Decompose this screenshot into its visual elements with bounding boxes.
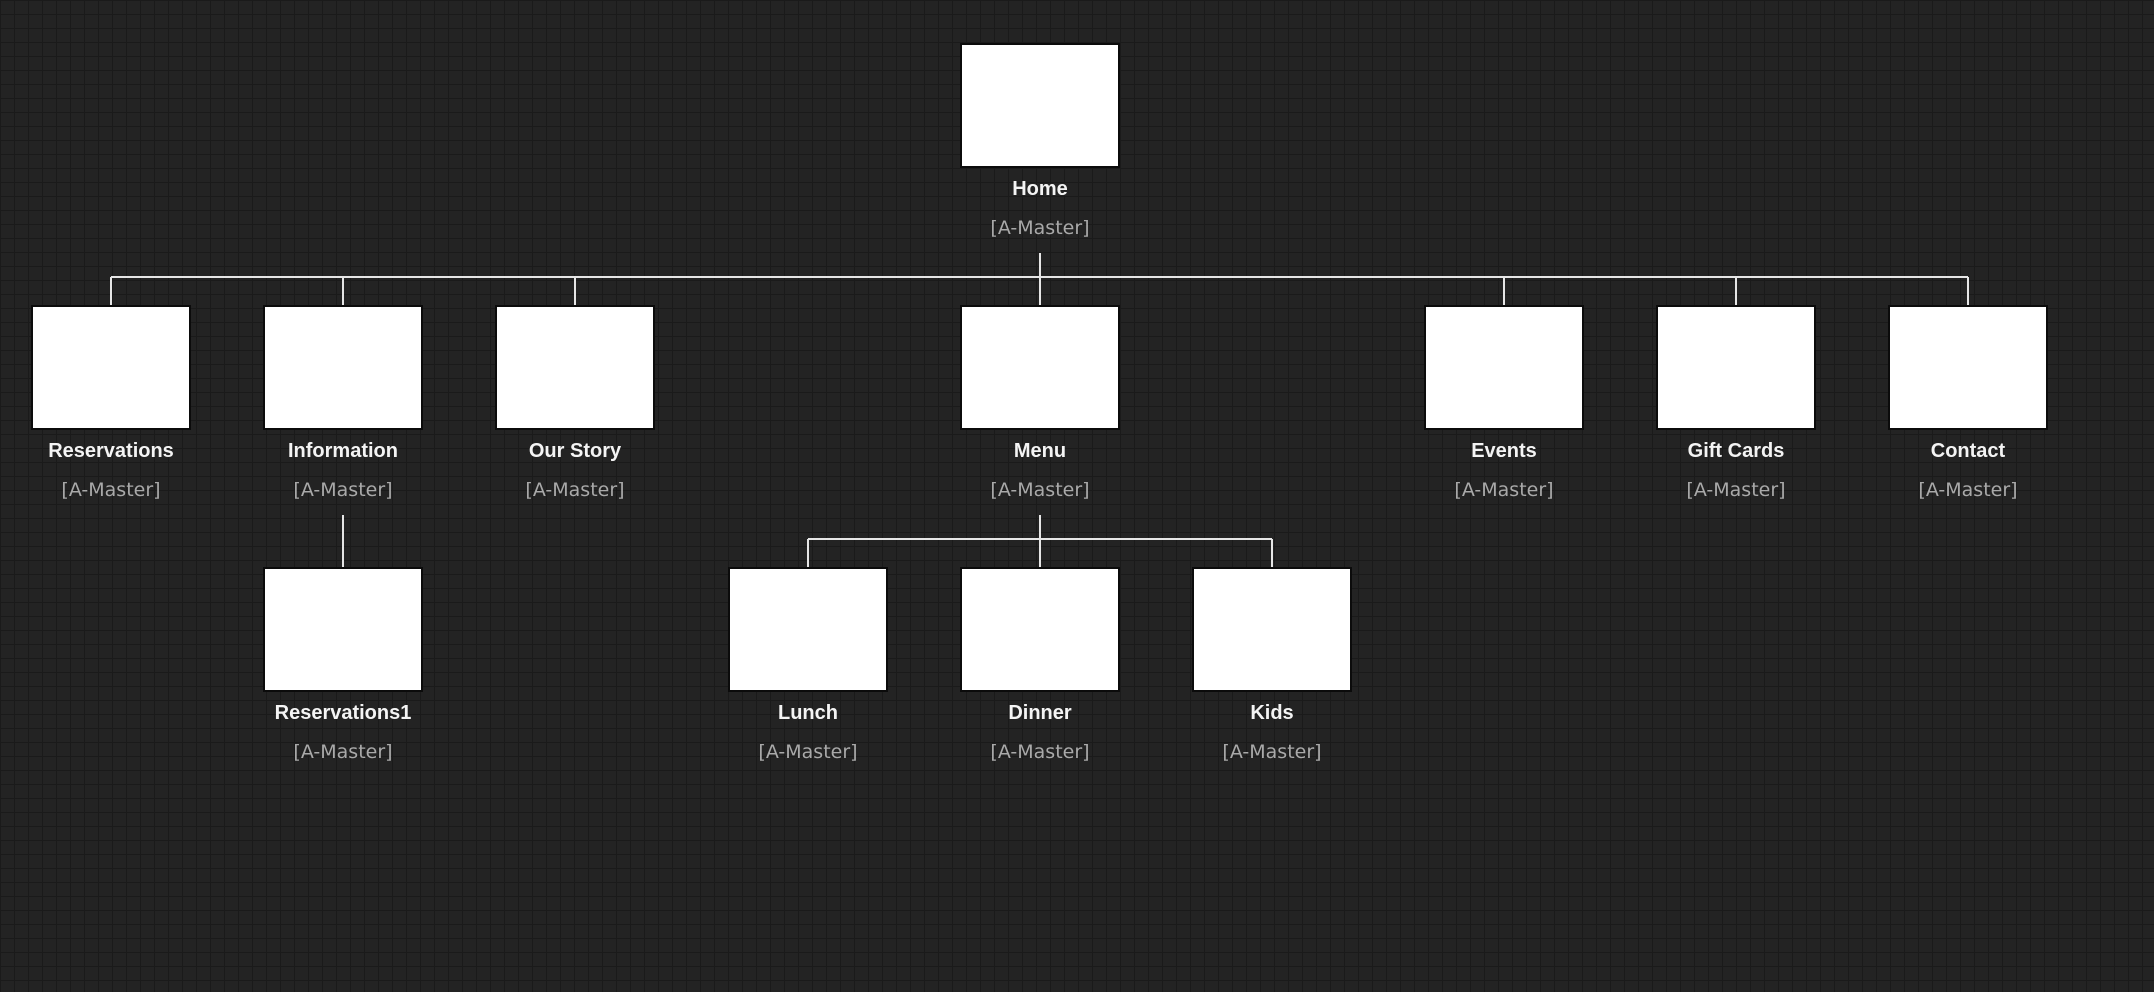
page-node-contact[interactable]: Contact [A-Master] <box>1888 305 2048 525</box>
page-node-our-story[interactable]: Our Story [A-Master] <box>495 305 655 525</box>
page-node-events[interactable]: Events [A-Master] <box>1424 305 1584 525</box>
page-name-dinner: Dinner <box>1008 702 1072 724</box>
page-master-reservations1: [A-Master] <box>293 741 393 763</box>
page-name-lunch: Lunch <box>778 702 838 724</box>
page-thumbnail-reservations[interactable] <box>31 305 191 430</box>
page-thumbnail-our-story[interactable] <box>495 305 655 430</box>
page-thumbnail-menu[interactable] <box>960 305 1120 430</box>
page-master-menu: [A-Master] <box>990 479 1090 501</box>
page-thumbnail-contact[interactable] <box>1888 305 2048 430</box>
page-thumbnail-reservations1[interactable] <box>263 567 423 692</box>
page-name-home: Home <box>1012 178 1068 200</box>
page-node-menu[interactable]: Menu [A-Master] <box>960 305 1120 525</box>
page-master-dinner: [A-Master] <box>990 741 1090 763</box>
page-name-kids: Kids <box>1250 702 1294 724</box>
page-node-dinner[interactable]: Dinner [A-Master] <box>960 567 1120 787</box>
page-thumbnail-gift-cards[interactable] <box>1656 305 1816 430</box>
page-name-reservations: Reservations <box>48 440 174 462</box>
page-master-contact: [A-Master] <box>1918 479 2018 501</box>
page-master-home: [A-Master] <box>990 217 1090 239</box>
page-node-kids[interactable]: Kids [A-Master] <box>1192 567 1352 787</box>
page-node-reservations[interactable]: Reservations [A-Master] <box>31 305 191 525</box>
page-master-gift-cards: [A-Master] <box>1686 479 1786 501</box>
page-name-contact: Contact <box>1930 440 2006 462</box>
page-thumbnail-kids[interactable] <box>1192 567 1352 692</box>
page-node-reservations1[interactable]: Reservations1 [A-Master] <box>263 567 423 787</box>
page-thumbnail-dinner[interactable] <box>960 567 1120 692</box>
page-node-gift-cards[interactable]: Gift Cards [A-Master] <box>1656 305 1816 525</box>
page-name-our-story: Our Story <box>528 440 622 462</box>
page-name-menu: Menu <box>1013 440 1067 462</box>
page-master-lunch: [A-Master] <box>758 741 858 763</box>
page-name-events: Events <box>1471 440 1537 462</box>
page-node-lunch[interactable]: Lunch [A-Master] <box>728 567 888 787</box>
page-master-kids: [A-Master] <box>1222 741 1322 763</box>
page-thumbnail-lunch[interactable] <box>728 567 888 692</box>
page-thumbnail-events[interactable] <box>1424 305 1584 430</box>
page-node-information[interactable]: Information [A-Master] <box>263 305 423 525</box>
page-node-home[interactable]: Home [A-Master] <box>960 43 1120 263</box>
page-name-reservations1: Reservations1 <box>274 702 412 724</box>
page-master-events: [A-Master] <box>1454 479 1554 501</box>
page-master-our-story: [A-Master] <box>525 479 625 501</box>
page-master-reservations: [A-Master] <box>61 479 161 501</box>
page-master-information: [A-Master] <box>293 479 393 501</box>
page-name-gift-cards: Gift Cards <box>1687 440 1785 462</box>
page-name-information: Information <box>288 440 398 462</box>
page-thumbnail-home[interactable] <box>960 43 1120 168</box>
page-thumbnail-information[interactable] <box>263 305 423 430</box>
